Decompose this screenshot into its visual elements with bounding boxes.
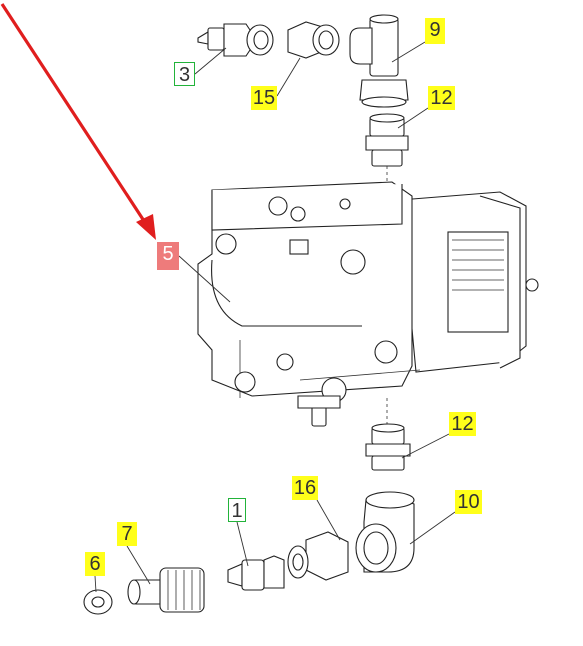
part-12-adapter-lower (365, 423, 411, 471)
part-7-coupling (127, 567, 205, 613)
part-10-elbow-fitting (355, 491, 415, 573)
callout-9[interactable]: 9 (425, 18, 445, 44)
part-16-fitting (287, 531, 349, 581)
part-12-adapter-upper (365, 113, 409, 167)
callout-7[interactable]: 7 (117, 522, 137, 546)
leader-lines (94, 41, 456, 593)
motor-housing (399, 191, 539, 373)
callout-1[interactable]: 1 (228, 498, 246, 522)
callout-16[interactable]: 16 (292, 476, 318, 500)
callout-12-upper[interactable]: 12 (428, 86, 455, 110)
part-15-fitting (287, 21, 340, 59)
pump-body (197, 181, 421, 427)
part-9-tee-fitting (349, 14, 409, 108)
callout-12-lower[interactable]: 12 (449, 412, 476, 436)
callout-5[interactable]: 5 (157, 242, 179, 270)
red-arrow-icon (0, 3, 156, 240)
part-6-cap (83, 589, 113, 615)
part-1-fitting (227, 555, 285, 591)
callout-6[interactable]: 6 (85, 552, 105, 576)
callout-10[interactable]: 10 (455, 490, 482, 514)
part-3-fitting (197, 23, 274, 57)
callout-3[interactable]: 3 (174, 62, 195, 86)
callout-15[interactable]: 15 (251, 86, 277, 110)
